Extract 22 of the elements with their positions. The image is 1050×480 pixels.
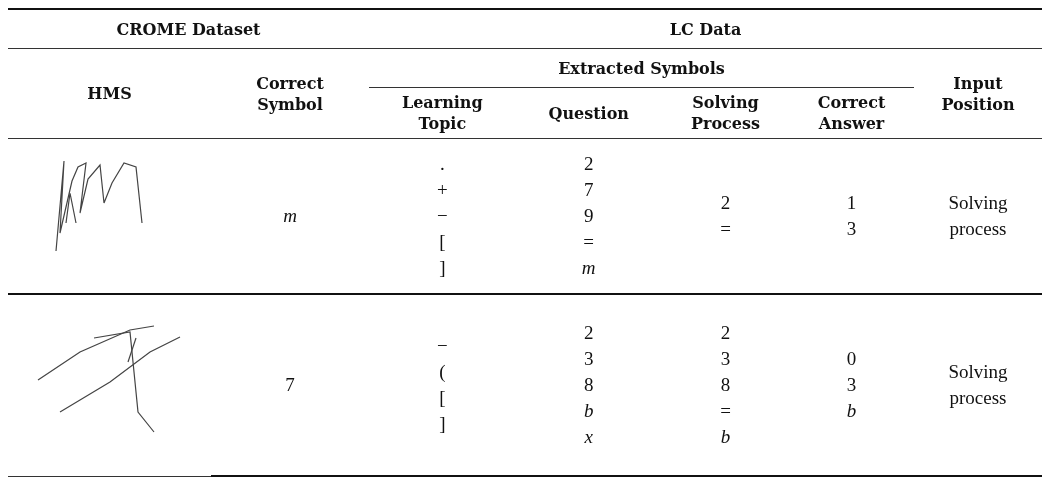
column-header: LC Data	[669, 18, 742, 40]
column-header: Correct Symbol	[256, 72, 324, 115]
table-text: Solving process	[947, 360, 1009, 410]
table-text: m	[283, 204, 297, 228]
column-header: CROME Dataset	[116, 18, 261, 40]
column-header: Correct Answer	[817, 92, 886, 134]
column-header: Learning Topic	[401, 92, 483, 134]
table-text: Solving process	[947, 191, 1009, 241]
column-header: HMS	[87, 83, 132, 104]
table-text: . + − [ ]	[436, 152, 448, 280]
column-header: Solving Process	[690, 92, 760, 134]
table-text: 2 =	[720, 191, 731, 241]
table-text: 2 7 9 = m	[581, 152, 596, 280]
table-text: 1 3	[846, 191, 857, 241]
table-text: 0 3 b	[846, 347, 857, 423]
column-header: Input Position	[941, 72, 1015, 115]
column-header: Question	[548, 102, 629, 124]
table-text: 2 3 8 = b	[720, 321, 731, 449]
column-header: Extracted Symbols	[558, 57, 725, 79]
table-text: 2 3 8 b x	[583, 321, 594, 449]
table-text: 7	[285, 373, 295, 397]
table-text: − ( [ ]	[436, 334, 448, 436]
